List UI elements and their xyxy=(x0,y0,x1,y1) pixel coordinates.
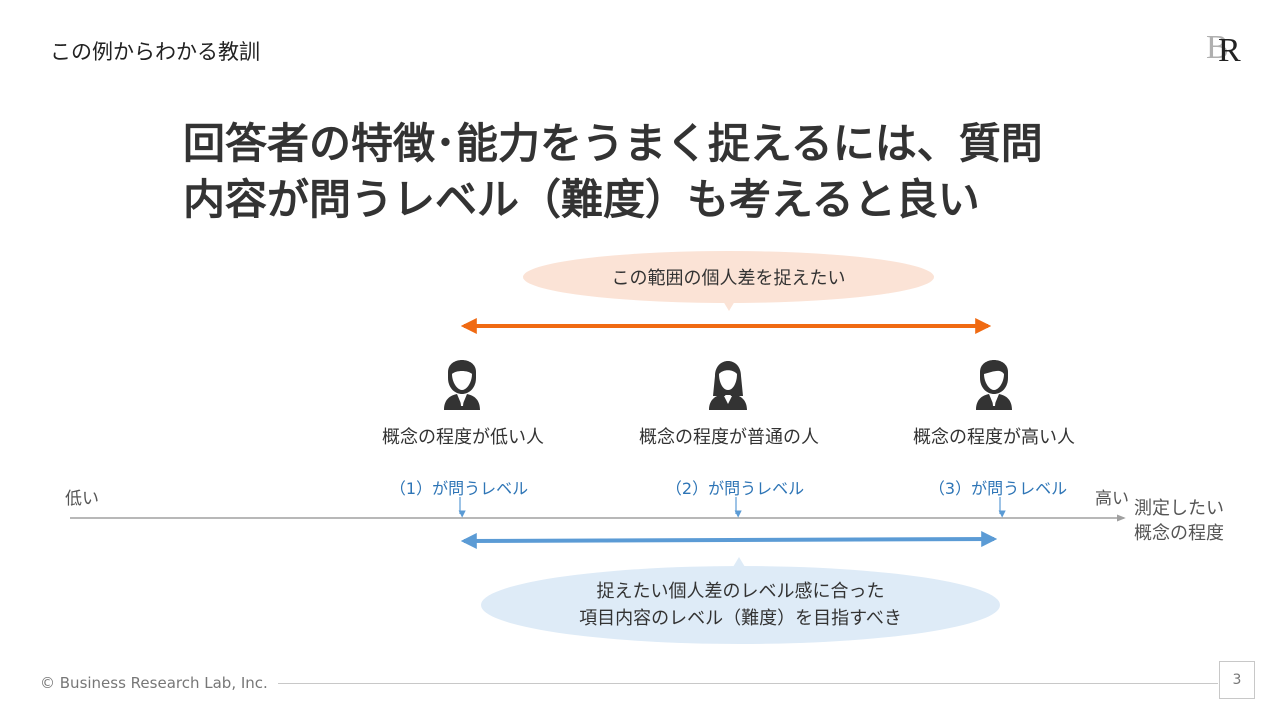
person-label-average: 概念の程度が普通の人 xyxy=(639,427,819,448)
level-label-2: （2）が問うレベル xyxy=(665,479,805,498)
axis-name-line-1: 測定したい xyxy=(1134,498,1224,519)
footer-divider xyxy=(278,683,1218,684)
male-person-icon xyxy=(444,360,480,410)
section-label: この例からわかる教訓 xyxy=(50,40,260,64)
axis-name: 測定したい 概念の程度 xyxy=(1134,496,1224,546)
callout-item-level: 捉えたい個人差のレベル感に合った 項目内容のレベル（難度）を目指すべき xyxy=(481,557,1000,644)
callout-target-range: この範囲の個人差を捉えたい xyxy=(523,251,934,311)
callout-target-range-text: この範囲の個人差を捉えたい xyxy=(611,268,846,289)
callout-tail xyxy=(723,301,735,311)
headline-line-2: 内容が問うレベル（難度）も考えると良い xyxy=(183,175,980,224)
page-number: 3 xyxy=(1219,661,1255,699)
axis-low-label: 低い xyxy=(65,489,99,509)
svg-text:B: B xyxy=(1206,29,1229,66)
level-label-3: （3）が問うレベル xyxy=(928,479,1068,498)
callout-item-level-line-1: 捉えたい個人差のレベル感に合った xyxy=(596,581,885,602)
person-label-high: 概念の程度が高い人 xyxy=(913,427,1075,448)
person-label-low: 概念の程度が低い人 xyxy=(382,427,544,448)
headline: 回答者の特徴･能力をうまく捉えるには、質問 内容が問うレベル（難度）も考えると良… xyxy=(183,116,1043,228)
headline-line-1: 回答者の特徴･能力をうまく捉えるには、質問 xyxy=(183,119,1043,168)
axis-name-line-2: 概念の程度 xyxy=(1134,523,1224,544)
level-label-1: （1）が問うレベル xyxy=(389,479,529,498)
callout-item-level-line-2: 項目内容のレベル（難度）を目指すべき xyxy=(579,608,902,629)
item-level-arrow xyxy=(460,531,998,549)
male-person-icon xyxy=(976,360,1012,410)
callout-tail xyxy=(733,557,745,567)
footer-copyright: © Business Research Lab, Inc. xyxy=(40,674,268,692)
axis-high-label: 高い xyxy=(1095,489,1129,509)
company-logo: B R xyxy=(1206,29,1241,66)
female-person-icon xyxy=(709,361,747,410)
svg-text:R: R xyxy=(1218,32,1241,66)
